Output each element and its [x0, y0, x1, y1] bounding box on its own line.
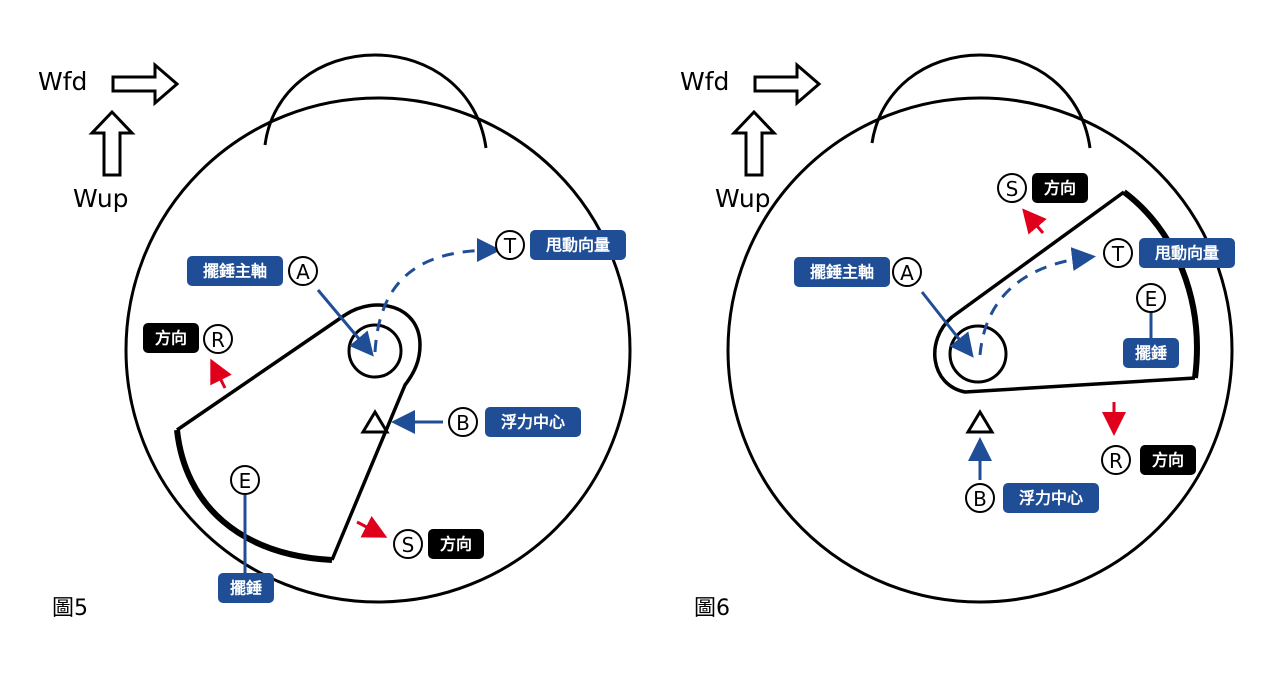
tag-a [187, 256, 283, 286]
pendulum-weight-arc [1122, 189, 1200, 379]
pendulum-weight-arc [174, 429, 333, 563]
tag-t-text: 甩動向量 [545, 236, 610, 255]
marker-r [1101, 445, 1131, 475]
tag-r [1140, 445, 1196, 475]
tag-t [1139, 238, 1235, 268]
buoyancy-triangle-icon [965, 409, 995, 434]
figure-6: Wfd Wup 擺錘主軸 A S 方向 T 甩動向量 E [680, 53, 1235, 621]
tag-s [428, 529, 484, 559]
marker-s-letter: S [402, 533, 415, 557]
wfd-arrow-icon [111, 61, 180, 107]
marker-b [448, 407, 478, 437]
tag-r-text: 方向 [155, 329, 187, 348]
marker-t-letter: T [1111, 242, 1125, 266]
axis-pointer-arrow [316, 289, 374, 357]
marker-r-letter: R [1109, 449, 1123, 473]
tag-t [530, 230, 626, 260]
marker-b-letter: B [456, 411, 470, 435]
marker-r-letter: R [211, 328, 225, 352]
tag-t-text: 甩動向量 [1154, 244, 1219, 263]
marker-t-letter: T [503, 234, 517, 258]
wup-arrow-icon [88, 109, 136, 177]
marker-t [1103, 238, 1133, 268]
marker-b-letter: B [973, 487, 987, 511]
pivot-circle [948, 324, 1008, 384]
wfd-label: Wfd [38, 67, 87, 96]
tag-e-text: 擺錘 [230, 579, 262, 598]
dome-cap [870, 53, 1092, 149]
tag-b [1003, 483, 1099, 513]
tag-b-text: 浮力中心 [501, 413, 565, 432]
s-direction-arrow [1022, 208, 1047, 235]
tag-s-text: 方向 [440, 535, 472, 554]
swing-vector-arrow [373, 238, 501, 353]
pivot-circle [347, 323, 403, 379]
marker-e [230, 465, 260, 495]
marker-s [997, 173, 1027, 203]
tag-r-text: 方向 [1152, 451, 1184, 470]
marker-s [393, 529, 423, 559]
figure-5-caption: 圖5 [52, 596, 88, 621]
pendulum-shape [933, 190, 1196, 394]
tag-e [1123, 338, 1179, 368]
buoyancy-triangle-icon [360, 409, 390, 434]
marker-a [288, 256, 318, 286]
marker-s-letter: S [1006, 177, 1019, 201]
tag-e [218, 573, 274, 603]
hull-circle [124, 96, 632, 604]
tag-b-text: 浮力中心 [1019, 489, 1083, 508]
tag-e-text: 擺錘 [1135, 344, 1167, 363]
tag-b [485, 407, 581, 437]
tag-s-text: 方向 [1044, 179, 1076, 198]
marker-e-letter: E [1145, 287, 1158, 311]
tag-a-text: 擺錘主軸 [810, 263, 874, 282]
figure-5: Wfd Wup 擺錘主軸 A T 甩動向量 [38, 53, 632, 621]
marker-t [495, 230, 525, 260]
tag-a-text: 擺錘主軸 [203, 262, 267, 281]
wup-arrow-icon [730, 109, 778, 177]
tag-s [1032, 173, 1088, 203]
wfd-label: Wfd [680, 67, 729, 96]
wfd-arrow-icon [753, 61, 822, 107]
axis-pointer-arrow [920, 291, 974, 358]
tag-r [143, 323, 199, 353]
r-direction-arrow [210, 358, 232, 389]
figure-6-caption: 圖6 [694, 596, 730, 621]
marker-e-letter: E [239, 469, 252, 493]
marker-b [965, 483, 995, 513]
marker-e [1136, 283, 1166, 313]
tag-a [794, 257, 890, 287]
marker-a [892, 257, 922, 287]
swing-vector-arrow [978, 247, 1096, 356]
marker-a-letter: A [296, 260, 310, 284]
wup-label: Wup [73, 184, 129, 213]
wup-label: Wup [715, 184, 771, 213]
pendulum-shape [176, 303, 422, 561]
s-direction-arrow [356, 516, 388, 538]
hull-circle [726, 96, 1234, 604]
dome-cap [263, 53, 488, 149]
marker-a-letter: A [900, 261, 914, 285]
marker-r [203, 324, 233, 354]
